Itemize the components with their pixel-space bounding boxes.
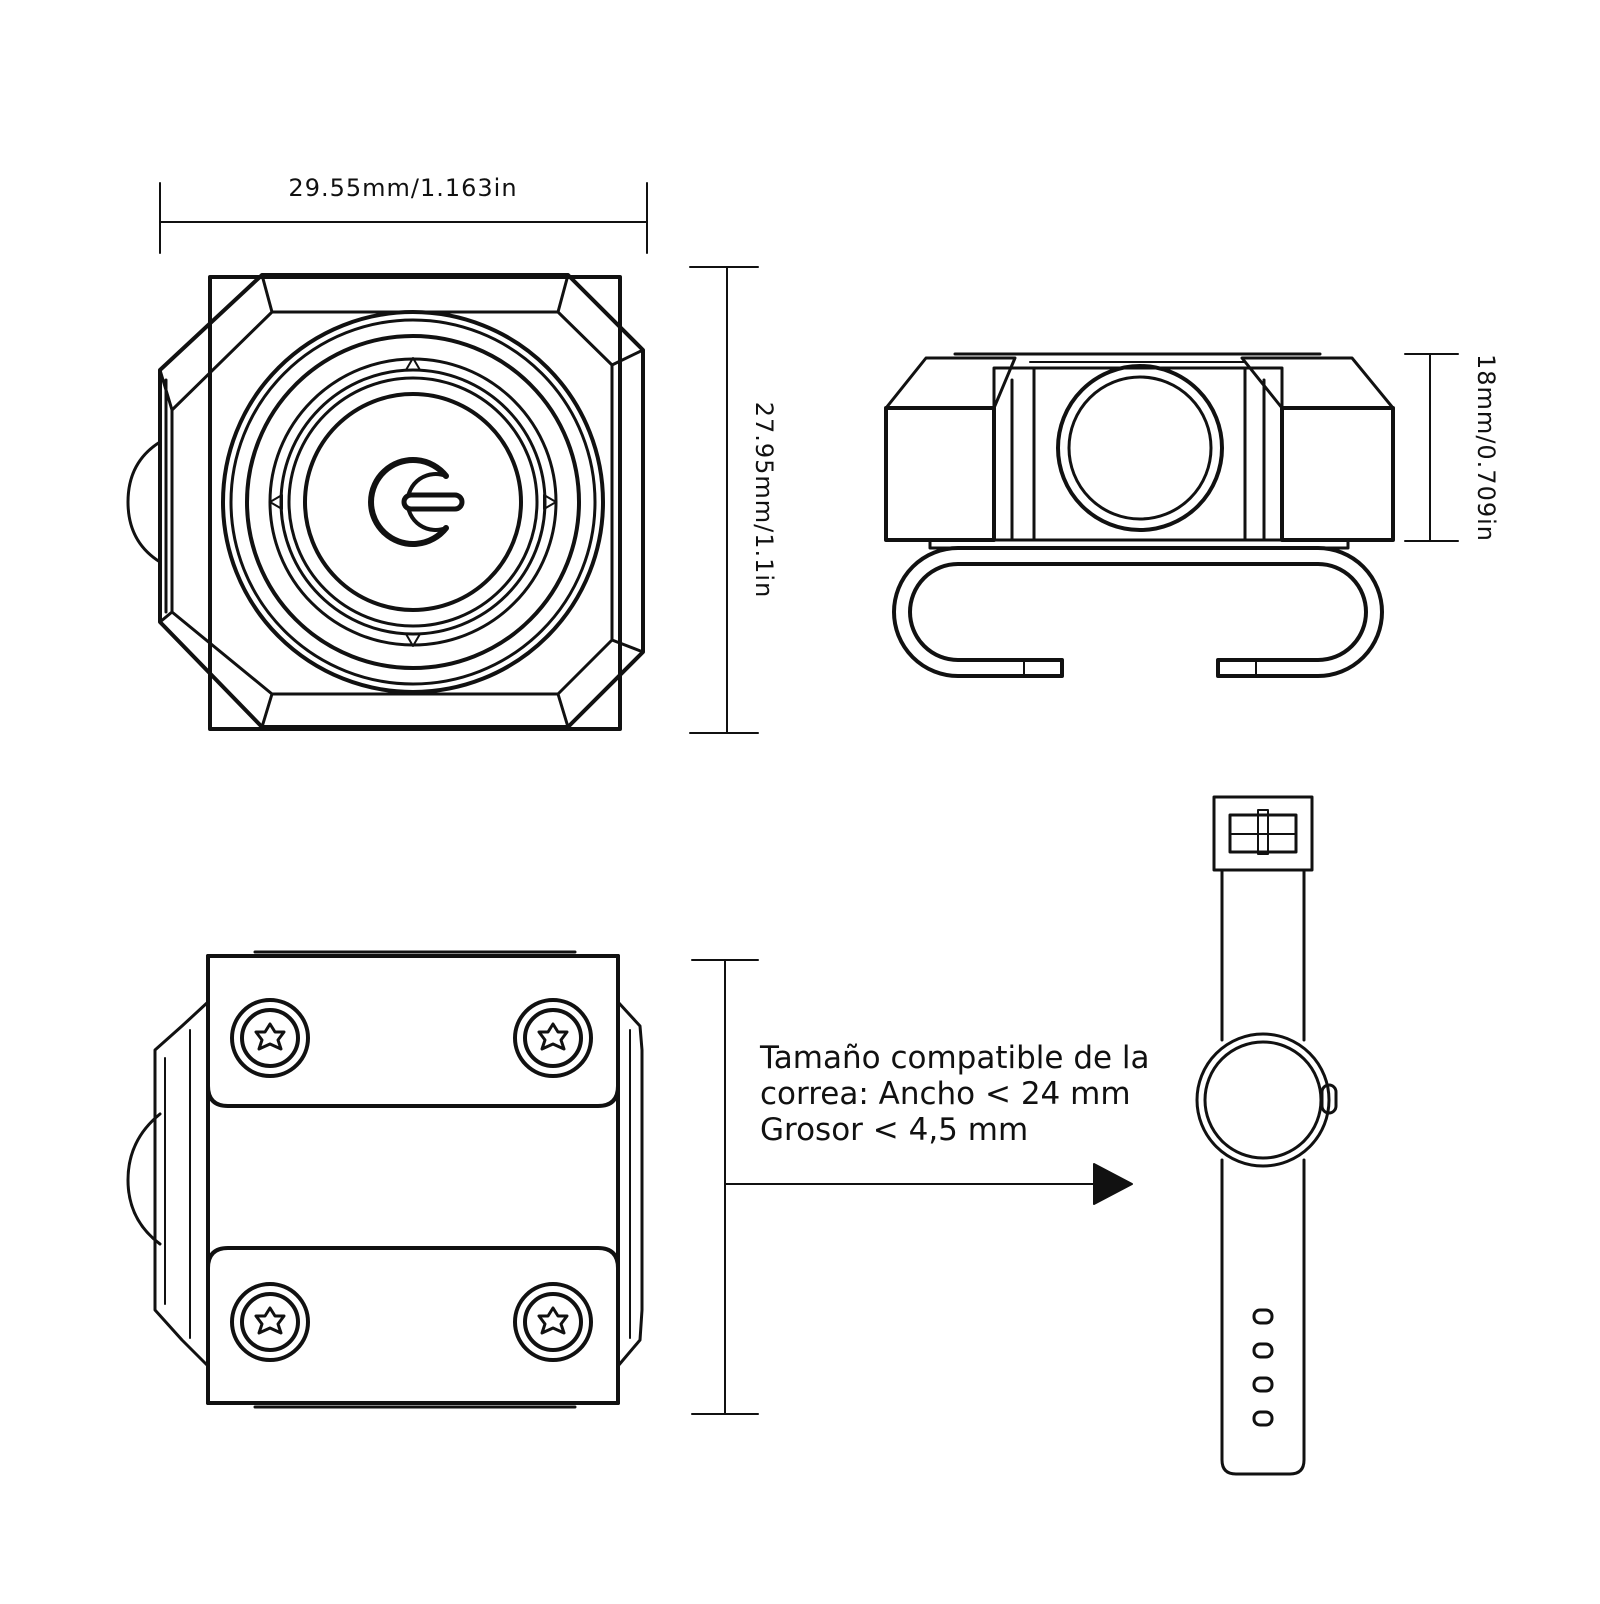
strap-clip	[892, 546, 1384, 678]
back-side-left	[153, 1000, 210, 1368]
strap-note-line-2: correa: Ancho < 24 mm	[760, 1076, 1131, 1112]
depth-label: 18mm/0.709in	[1472, 354, 1500, 542]
side-view	[884, 352, 1459, 678]
strap-note-line-1: Tamaño compatible de la	[759, 1040, 1150, 1076]
side-left-face	[884, 406, 996, 542]
side-knob	[126, 440, 162, 564]
side-button	[1056, 364, 1224, 532]
side-center-body	[992, 366, 1284, 542]
strap-note-line-3: Grosor < 4,5 mm	[760, 1112, 1028, 1148]
side-right-face	[1280, 406, 1395, 542]
back-view	[126, 950, 644, 1409]
back-strap-bottom	[206, 1246, 620, 1405]
depth-dimension-line	[1404, 353, 1459, 542]
strap-bracket-line	[691, 959, 1099, 1415]
height-label: 27.95mm/1.1in	[750, 402, 778, 599]
back-strap-top	[206, 954, 620, 1108]
torx-screw-icon	[230, 998, 593, 1362]
dial-markers	[269, 357, 557, 647]
side-left-block	[884, 356, 1017, 410]
arrow-right-icon	[1093, 1163, 1133, 1205]
bevel-lines	[158, 273, 645, 729]
front-view	[126, 182, 759, 734]
back-side-knob	[126, 1112, 162, 1246]
width-label: 29.55mm/1.163in	[288, 174, 517, 202]
width-dimension-line	[159, 182, 648, 254]
height-dimension-line	[689, 266, 759, 734]
wristwatch-icon	[1195, 795, 1338, 1476]
power-icon	[368, 457, 465, 547]
